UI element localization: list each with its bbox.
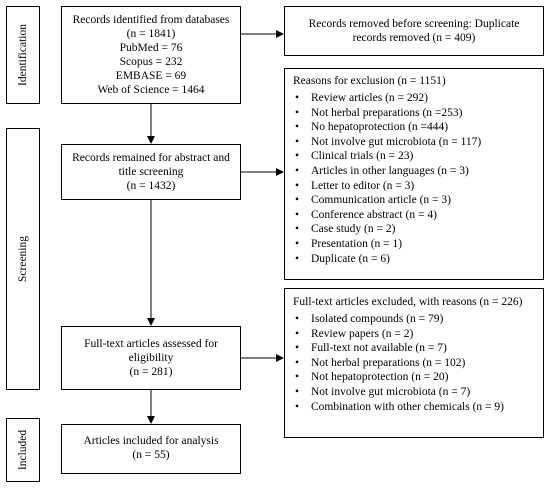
exclusion-reason-item: Not involve gut microbiota (n = 117) xyxy=(293,135,481,150)
fulltext-exclusion-item: Review papers (n = 2) xyxy=(293,327,504,342)
removed-line2: records removed (n = 409) xyxy=(352,32,476,44)
fulltext-exclusion-item: Combination with other chemicals (n = 9) xyxy=(293,400,504,415)
identified-total: (n = 1841) xyxy=(126,28,176,40)
exclusion-reason-item: Letter to editor (n = 3) xyxy=(293,179,481,194)
fulltext-line1: Full-text articles assessed for xyxy=(84,338,218,350)
identified-source: PubMed = 76 xyxy=(119,42,183,54)
exclusion-reason-item: Presentation (n = 1) xyxy=(293,237,481,252)
removed-box: Records removed before screening: Duplic… xyxy=(284,6,544,56)
screened-count: (n = 1432) xyxy=(126,180,176,192)
fulltext-exclusion-item: Not involve gut microbiota (n = 7) xyxy=(293,385,504,400)
fulltext-exclusion-item: Not hepatoprotection (n = 20) xyxy=(293,370,504,385)
included-line1: Articles included for analysis xyxy=(83,435,219,447)
exclusion-reasons-title: Reasons for exclusion (n = 1151) xyxy=(293,75,446,87)
fulltext-exclusion-box: Full-text articles excluded, with reason… xyxy=(284,288,544,438)
fulltext-exclusion-title: Full-text articles excluded, with reason… xyxy=(293,296,523,308)
exclusion-reason-item: Articles in other languages (n = 3) xyxy=(293,164,481,179)
fulltext-exclusion-item: Not herbal preparations (n = 102) xyxy=(293,356,504,371)
screened-box: Records remained for abstract and title … xyxy=(61,144,241,200)
included-count: (n = 55) xyxy=(132,449,170,461)
exclusion-reason-item: Clinical trials (n = 23) xyxy=(293,149,481,164)
fulltext-exclusion-item: Isolated compounds (n = 79) xyxy=(293,312,504,327)
identified-source: Web of Science = 1464 xyxy=(97,84,205,96)
stage-screening: Screening xyxy=(6,128,40,390)
exclusion-reason-item: Communication article (n = 3) xyxy=(293,193,481,208)
fulltext-line2: eligibility xyxy=(128,352,174,364)
exclusion-reason-item: Review articles (n = 292) xyxy=(293,91,481,106)
screened-line1: Records remained for abstract and xyxy=(72,152,230,164)
identified-box: Records identified from databases (n = 1… xyxy=(61,6,241,104)
included-box: Articles included for analysis (n = 55) xyxy=(61,424,241,474)
identified-source: Scopus = 232 xyxy=(119,56,183,68)
fulltext-box: Full-text articles assessed for eligibil… xyxy=(61,326,241,390)
stage-identification: Identification xyxy=(6,6,40,104)
exclusion-reasons-list: Review articles (n = 292) Not herbal pre… xyxy=(293,91,481,266)
removed-line1: Records removed before screening: Duplic… xyxy=(308,18,520,30)
identified-source: EMBASE = 69 xyxy=(115,70,187,82)
exclusion-reason-item: No hepatoprotection (n =444) xyxy=(293,120,481,135)
exclusion-reasons-box: Reasons for exclusion (n = 1151) Review … xyxy=(284,68,544,280)
fulltext-count: (n = 281) xyxy=(129,366,173,378)
fulltext-exclusion-list: Isolated compounds (n = 79) Review paper… xyxy=(293,312,504,414)
fulltext-exclusion-item: Full-text not available (n = 7) xyxy=(293,341,504,356)
exclusion-reason-item: Case study (n = 2) xyxy=(293,222,481,237)
stage-included: Included xyxy=(6,418,40,482)
exclusion-reason-item: Duplicate (n = 6) xyxy=(293,252,481,267)
screened-line2: title screening xyxy=(118,166,184,178)
identified-title: Records identified from databases xyxy=(72,14,230,26)
exclusion-reason-item: Conference abstract (n = 4) xyxy=(293,208,481,223)
exclusion-reason-item: Not herbal preparations (n =253) xyxy=(293,106,481,121)
